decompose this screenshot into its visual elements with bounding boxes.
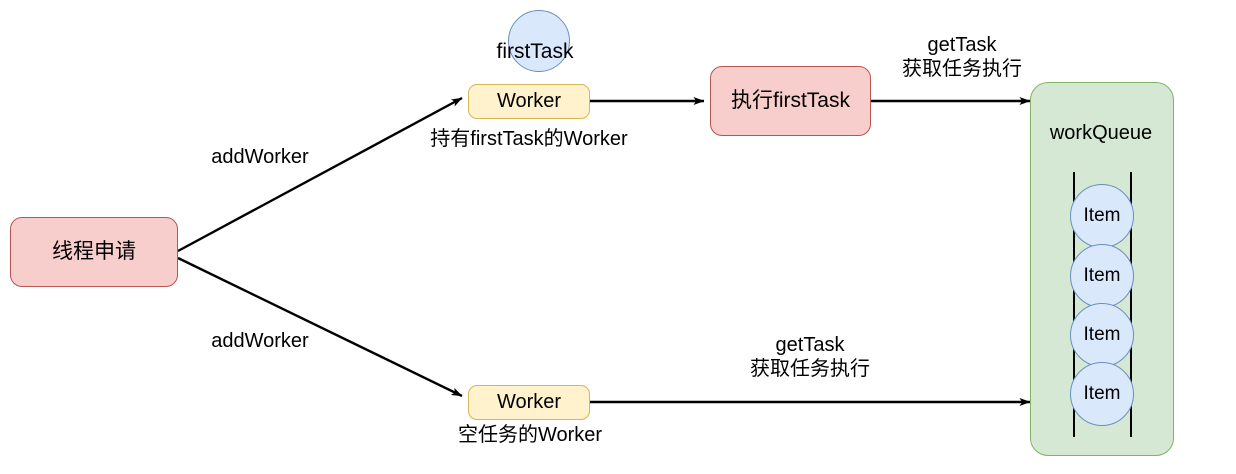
queue-item-circle[interactable]: Item	[1070, 303, 1134, 367]
edge-label-get-task-top: getTask 获取任务执行	[902, 34, 1022, 80]
edge-label-worker-with-first-task: 持有firstTask的Worker	[430, 128, 628, 150]
node-worker-bottom-label: Worker	[496, 391, 562, 413]
queue-item-label: Item	[1083, 205, 1121, 226]
node-first-task-label: firstTask	[496, 40, 574, 63]
node-thread-request-label: 线程申请	[52, 239, 136, 263]
queue-item-circle[interactable]: Item	[1070, 184, 1134, 248]
node-work-queue-label: workQueue	[1049, 122, 1153, 144]
node-execute-first-task-label: 执行firstTask	[730, 88, 850, 112]
queue-rail-right	[1130, 172, 1132, 437]
queue-item-circle[interactable]: Item	[1070, 362, 1134, 426]
node-worker-top-label: Worker	[496, 90, 562, 112]
edge-label-get-task-bottom: getTask 获取任务执行	[750, 334, 870, 380]
queue-item-label: Item	[1083, 383, 1121, 404]
edge-add-worker-top	[177, 96, 463, 253]
queue-rail-left	[1073, 172, 1075, 437]
edge-label-add-worker-top: addWorker	[211, 146, 309, 168]
node-thread-request[interactable]: 线程申请	[10, 217, 178, 287]
queue-item-label: Item	[1083, 265, 1121, 286]
node-worker-top[interactable]: Worker	[468, 84, 590, 119]
queue-item-label: Item	[1083, 324, 1121, 345]
node-execute-first-task[interactable]: 执行firstTask	[710, 66, 871, 136]
node-first-task-circle[interactable]	[508, 10, 570, 72]
edge-label-add-worker-bottom: addWorker	[211, 330, 309, 352]
queue-item-circle[interactable]: Item	[1070, 244, 1134, 308]
edge-add-worker-bottom	[177, 256, 463, 398]
edge-label-empty-task-worker: 空任务的Worker	[457, 424, 603, 446]
node-worker-bottom[interactable]: Worker	[468, 385, 590, 420]
